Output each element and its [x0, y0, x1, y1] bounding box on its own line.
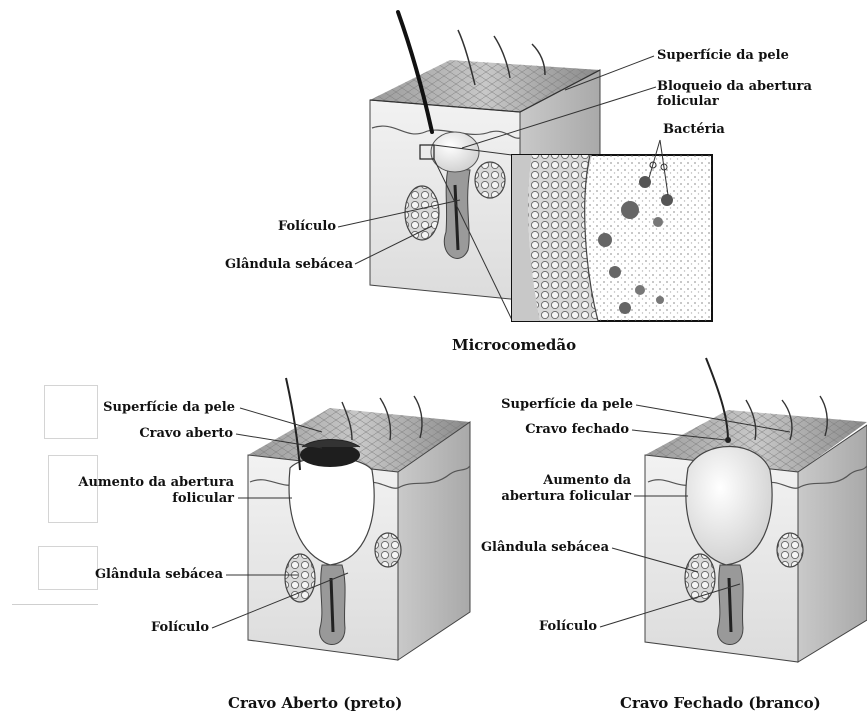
label-skin-surface: Superfície da pele: [80, 400, 235, 415]
label-follicle: Folículo: [500, 619, 597, 634]
label-skin-surface: Superfície da pele: [657, 48, 789, 63]
label-closed-comedo: Cravo fechado: [500, 422, 629, 437]
caption-closed-comedo: Cravo Fechado (branco): [620, 694, 821, 712]
caption-microcomedo: Microcomedão: [452, 336, 576, 354]
label-enlarged-opening: Aumento da: [500, 473, 631, 488]
label-enlarged-opening-cont: abertura folicular: [480, 489, 631, 504]
label-follicle: Folículo: [110, 620, 209, 635]
label-open-comedo: Cravo aberto: [100, 426, 233, 441]
microcomedo-inset: [512, 155, 712, 321]
closed-comedo-block: [645, 358, 867, 662]
label-follicular-blockage: Bloqueio da abertura folicular: [657, 79, 825, 109]
label-skin-surface: Superfície da pele: [478, 397, 633, 412]
caption-open-comedo: Cravo Aberto (preto): [228, 694, 402, 712]
label-bacteria: Bactéria: [663, 122, 725, 137]
label-follicle: Folículo: [236, 219, 336, 234]
label-sebaceous-gland: Glândula sebácea: [200, 257, 353, 272]
label-enlarged-opening-cont: folicular: [60, 491, 234, 506]
label-enlarged-opening: Aumento da abertura: [60, 475, 234, 490]
label-sebaceous-gland: Glândula sebácea: [80, 567, 223, 582]
label-sebaceous-gland: Glândula sebácea: [470, 540, 609, 555]
